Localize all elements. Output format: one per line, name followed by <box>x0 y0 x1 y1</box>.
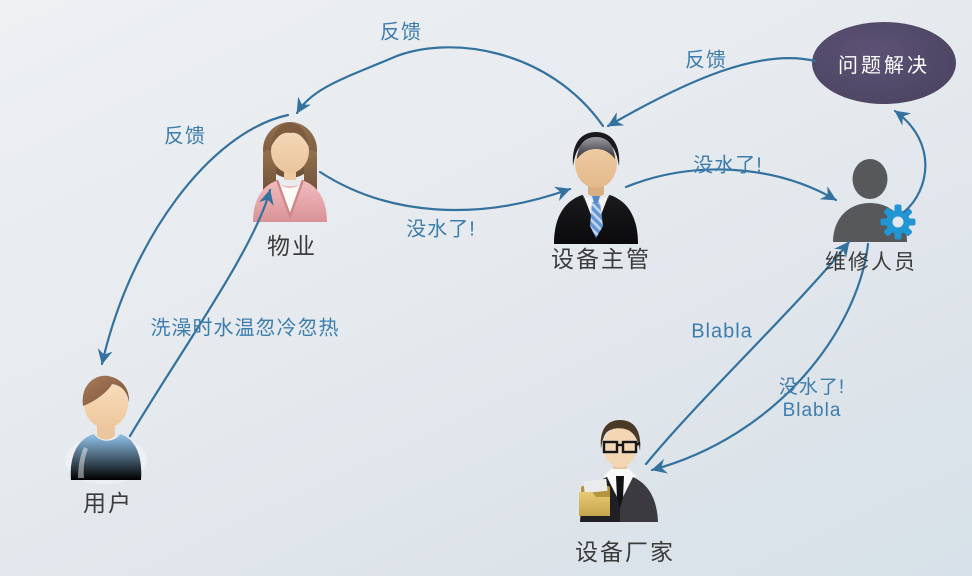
edge-label-shower-complaint: 洗澡时水温忽冷忽热 <box>150 317 340 340</box>
edge-label-feedback-left: 反馈 <box>164 125 206 148</box>
gear-icon <box>880 204 916 240</box>
node-label-maintenance: 维修人员 <box>825 251 917 274</box>
edge-manufacturer-to-maintenance <box>644 240 851 466</box>
node-label-manufacturer: 设备厂家 <box>575 539 675 565</box>
edge-label-blabla: Blabla <box>691 320 753 343</box>
edge-label-feedback-top: 反馈 <box>380 21 422 44</box>
manufacturer-person-icon <box>579 420 658 522</box>
node-supervisor <box>552 128 640 246</box>
node-property <box>250 116 330 226</box>
supervisor-person-icon <box>554 132 638 244</box>
edge-property-to-supervisor <box>318 170 572 212</box>
node-problem-solved: 问题解决 <box>812 22 956 104</box>
edge-maintenance-to-manufacturer <box>650 242 870 474</box>
edge-user-to-property <box>128 188 274 438</box>
problem-solved-label: 问题解决 <box>838 54 930 77</box>
node-user <box>64 372 148 484</box>
node-label-supervisor: 设备主管 <box>551 246 651 272</box>
user-person-icon <box>65 375 147 484</box>
edge-label-no-water-left: 没水了! <box>406 218 476 241</box>
node-label-user: 用户 <box>83 490 133 516</box>
edge-supervisor-to-property <box>295 46 605 128</box>
node-manufacturer <box>576 416 662 524</box>
property-woman-icon <box>253 122 327 222</box>
edge-label-feedback-right: 反馈 <box>685 49 727 72</box>
maintenance-person-icon <box>833 159 916 242</box>
edge-label-no-water-right: 没水了! <box>693 154 763 177</box>
node-maintenance <box>824 158 920 244</box>
folder-icon <box>579 478 610 516</box>
edge-label-no-water-blabla: 没水了! Blabla <box>778 377 846 421</box>
node-label-property: 物业 <box>267 233 317 259</box>
